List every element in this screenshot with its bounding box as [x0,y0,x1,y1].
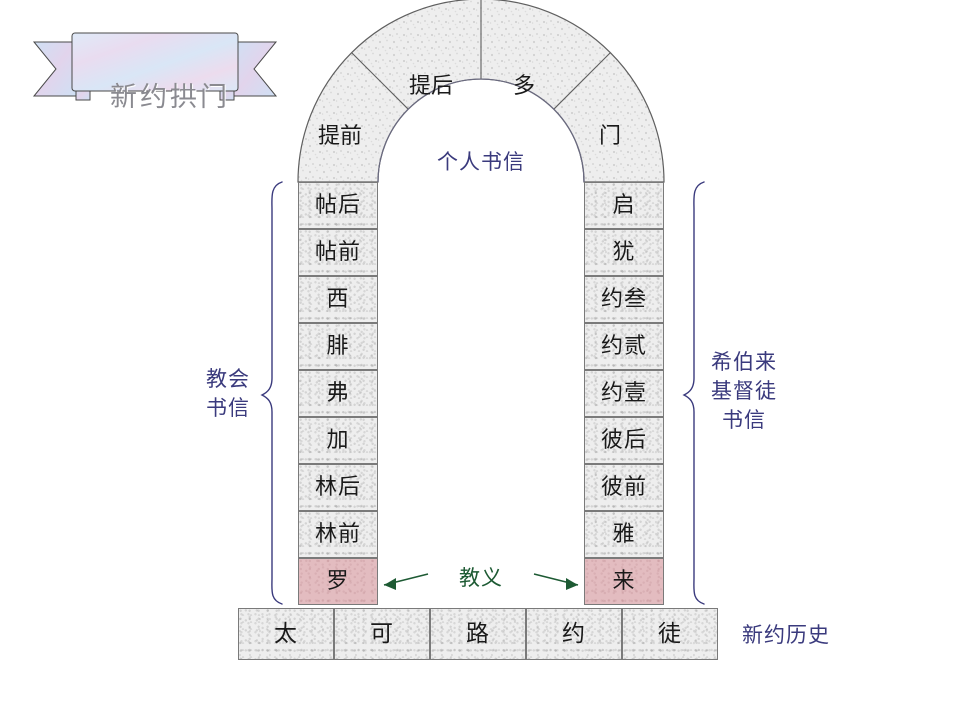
right-column-stone-label: 约贰 [600,333,647,359]
arch-joint-lines [351,0,611,110]
church-epistles-label: 教会书信 [192,365,264,423]
left-column-stone: 林前 [298,511,378,558]
arch-stone-2: 多 [512,74,535,99]
left-column-stone-label: 帖后 [314,192,361,218]
left-column-stone-label: 西 [326,286,350,312]
base-stone: 可 [334,608,430,660]
hebrew-christian-epistles-line: 书信 [722,407,766,432]
right-column-stone: 彼后 [584,417,664,464]
left-column-stone-label: 林后 [314,474,361,500]
base-stone-label: 可 [370,620,394,647]
right-column-stone: 来 [584,558,664,605]
arch-stone-0: 提前 [317,124,362,149]
left-column-stone-label: 腓 [326,333,350,359]
nt-history-label: 新约历史 [742,623,830,647]
base-stone-label: 徒 [658,620,682,647]
right-column-stone: 犹 [584,229,664,276]
inner-arch-outline [377,78,585,183]
right-column-stone: 启 [584,182,664,229]
church-epistles-line: 书信 [206,395,250,420]
hebrew-christian-epistles-line: 希伯来 [711,350,777,374]
left-column-stone-label: 帖前 [314,239,361,265]
arch-stone-3: 门 [598,124,621,149]
doctrine-arrow [383,573,579,590]
left-column-stone: 加 [298,417,378,464]
right-column-stone: 约叁 [584,276,664,323]
hebrew-christian-epistles-line: 基督徒 [711,378,777,403]
right-brace [682,181,705,605]
right-column-stone: 彼前 [584,464,664,511]
left-column-stone: 弗 [298,370,378,417]
base-stone-label: 约 [562,620,586,647]
right-column-stone-label: 犹 [612,239,636,265]
banner-shape [32,32,278,101]
right-column-stone-label: 来 [612,568,636,594]
left-brace [260,181,283,605]
inner-arch-spring [377,176,585,182]
left-column-stone: 腓 [298,323,378,370]
left-column-stone-label: 弗 [326,380,350,406]
right-column-stone-label: 雅 [612,521,636,547]
arch-stone-1: 提后 [408,74,453,99]
hebrew-christian-epistles-label: 希伯来基督徒书信 [700,348,788,435]
left-column-stone-label: 罗 [326,568,350,594]
doctrine-label: 教义 [459,566,503,590]
left-column-stone: 西 [298,276,378,323]
base-stone: 约 [526,608,622,660]
left-column-stone: 帖前 [298,229,378,276]
right-column-stone-label: 彼后 [600,427,647,453]
left-column-stone: 罗 [298,558,378,605]
right-column-stone: 约壹 [584,370,664,417]
left-column-stone-label: 林前 [314,521,361,547]
right-column-stone-label: 启 [612,192,636,218]
church-epistles-line: 教会 [206,367,250,391]
right-column-stone: 雅 [584,511,664,558]
base-stone: 太 [238,608,334,660]
right-column-stone-label: 约壹 [600,380,647,406]
base-stone: 徒 [622,608,718,660]
base-stone-label: 太 [274,620,298,647]
base-stone: 路 [430,608,526,660]
left-column-stone: 帖后 [298,182,378,229]
right-column-stone-label: 约叁 [600,286,647,312]
right-column-stone-label: 彼前 [600,474,647,500]
base-stone-label: 路 [466,620,490,647]
left-column-stone-label: 加 [326,427,350,453]
left-column-stone: 林后 [298,464,378,511]
personal-letters-label: 个人书信 [437,150,525,174]
right-column-stone: 约贰 [584,323,664,370]
